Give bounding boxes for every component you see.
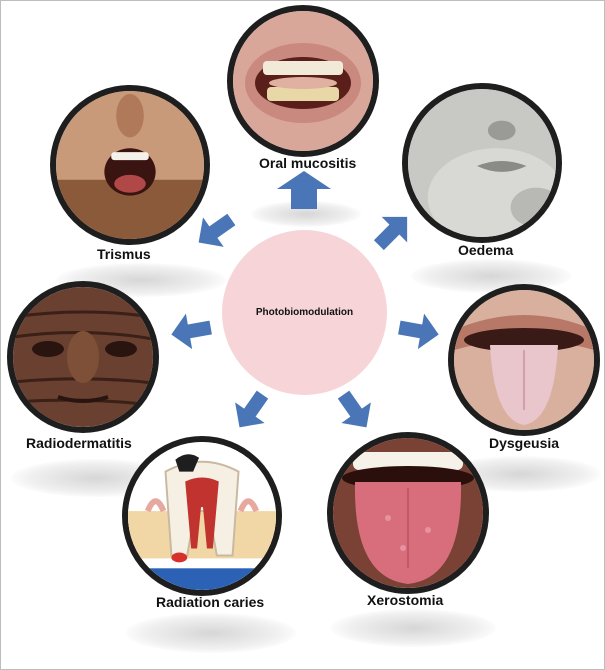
arrow-to-trismus (198, 213, 236, 247)
arrow-to-radiation-caries (235, 390, 269, 428)
radiodermatitis-photo (7, 281, 159, 433)
xerostomia-label: Xerostomia (367, 592, 444, 608)
oedema-label: Oedema (458, 242, 514, 258)
oral-mucositis-label: Oral mucositis (259, 155, 357, 171)
center-circle: Photobiomodulation (222, 230, 387, 395)
radiation-caries-illustration (122, 436, 282, 596)
trismus-photo (50, 85, 210, 245)
shadow-xerostomia (331, 609, 496, 647)
shadow-radiation-caries (126, 613, 296, 653)
arrow-to-oedema (373, 216, 408, 251)
oral-mucositis-photo (227, 5, 379, 157)
dysgeusia-label: Dysgeusia (489, 435, 560, 451)
arrow-to-xerostomia (337, 390, 371, 428)
arrow-to-radiodermatitis (171, 313, 212, 350)
arrow-to-oral-mucositis (277, 171, 331, 209)
trismus-label: Trismus (97, 246, 151, 262)
oedema-photo (402, 83, 562, 243)
arrow-to-dysgeusia (398, 313, 439, 350)
xerostomia-photo (327, 432, 489, 594)
radiation-caries-label: Radiation caries (156, 594, 265, 610)
dysgeusia-photo (448, 284, 600, 436)
radiodermatitis-label: Radiodermatitis (26, 435, 132, 451)
center-label: Photobiomodulation (255, 307, 354, 318)
